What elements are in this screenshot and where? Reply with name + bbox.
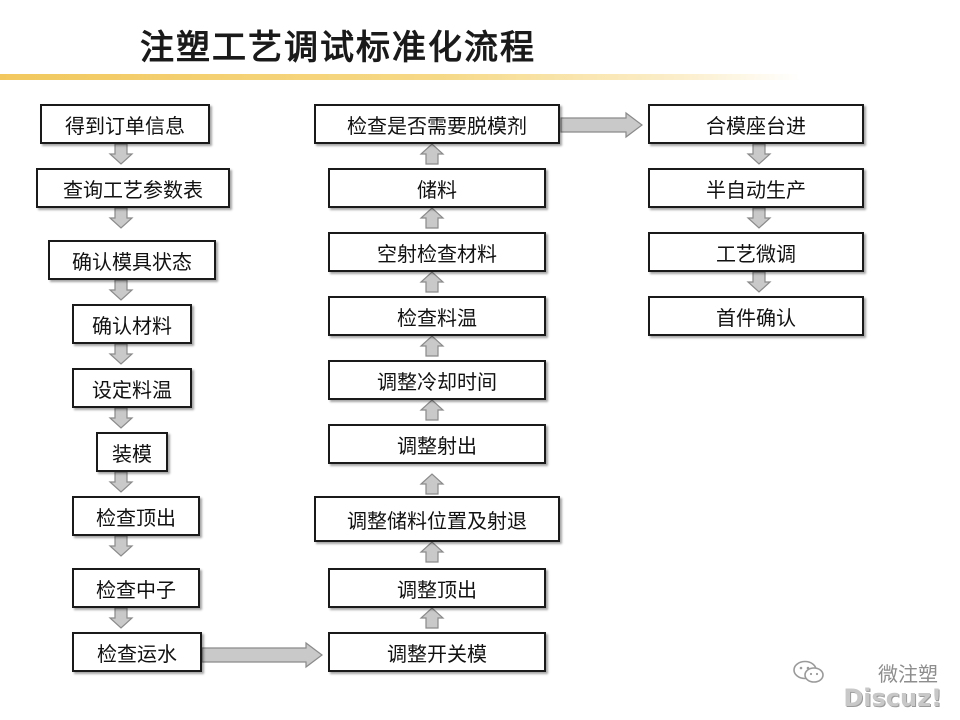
arrow-left-3 xyxy=(109,279,133,301)
arrow-right-3 xyxy=(747,271,771,293)
watermark-account: 微注塑 xyxy=(878,662,938,686)
step-confirm-mold-status: 确认模具状态 xyxy=(48,240,216,280)
step-adjust-injection: 调整射出 xyxy=(328,424,546,464)
step-check-material-temp: 检查料温 xyxy=(328,296,546,336)
step-charge-material: 储料 xyxy=(328,168,546,208)
arrow-left-7 xyxy=(109,535,133,557)
step-purge-check-material: 空射检查材料 xyxy=(328,232,546,272)
title-underline-bar xyxy=(0,74,800,80)
arrow-middle-8 xyxy=(420,143,444,165)
arrow-middle-6 xyxy=(420,271,444,293)
arrow-middle-4 xyxy=(420,399,444,421)
wechat-icon xyxy=(793,660,824,683)
arrow-middle-2 xyxy=(420,541,444,563)
step-semi-auto-production: 半自动生产 xyxy=(648,168,864,208)
step-first-article-confirm: 首件确认 xyxy=(648,296,864,336)
step-check-cooling-water: 检查运水 xyxy=(72,632,202,672)
arrow-left-8 xyxy=(109,607,133,629)
step-get-order-info: 得到订单信息 xyxy=(40,104,210,144)
arrow-middle-to-right xyxy=(560,111,643,139)
arrow-middle-1 xyxy=(420,607,444,629)
step-fine-tune-process: 工艺微调 xyxy=(648,232,864,272)
watermark-site: Discuz! xyxy=(843,684,942,712)
arrow-left-5 xyxy=(109,407,133,429)
slide-title: 注塑工艺调试标准化流程 xyxy=(140,28,536,68)
arrow-right-1 xyxy=(747,143,771,165)
slide-header: 注塑工艺调试标准化流程 xyxy=(0,0,960,82)
step-install-mold: 装模 xyxy=(96,432,168,472)
arrow-right-2 xyxy=(747,207,771,229)
arrow-middle-3 xyxy=(420,473,444,495)
watermark: 微注塑 Discuz! xyxy=(792,658,942,712)
step-check-core-pull: 检查中子 xyxy=(72,568,200,608)
arrow-left-1 xyxy=(109,143,133,165)
step-adjust-ejection: 调整顶出 xyxy=(328,568,546,608)
step-adjust-open-close-mold: 调整开关模 xyxy=(328,632,546,672)
step-check-release-agent: 检查是否需要脱模剂 xyxy=(314,104,560,144)
step-adjust-charge-position-suckback: 调整储料位置及射退 xyxy=(314,496,560,542)
arrow-left-6 xyxy=(109,471,133,493)
step-clamp-nozzle-forward: 合模座台进 xyxy=(648,104,864,144)
step-set-material-temp: 设定料温 xyxy=(72,368,192,408)
arrow-left-4 xyxy=(109,343,133,365)
arrow-middle-5 xyxy=(420,335,444,357)
step-query-process-params: 查询工艺参数表 xyxy=(36,168,230,208)
arrow-left-2 xyxy=(109,207,133,229)
step-check-ejection: 检查顶出 xyxy=(72,496,200,536)
step-confirm-material: 确认材料 xyxy=(72,304,192,344)
arrow-middle-7 xyxy=(420,207,444,229)
arrow-left-to-middle xyxy=(201,641,323,669)
step-adjust-cooling-time: 调整冷却时间 xyxy=(328,360,546,400)
